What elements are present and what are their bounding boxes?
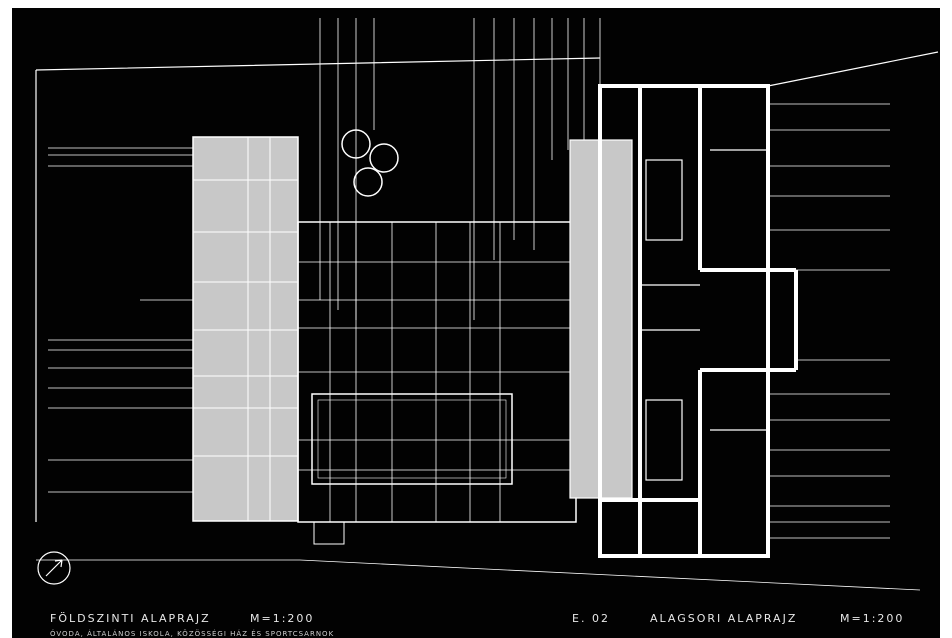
south-boundary bbox=[36, 559, 921, 591]
sports-field bbox=[311, 393, 513, 485]
top-leader-lines bbox=[319, 18, 601, 320]
circles bbox=[341, 129, 399, 197]
site-boundary bbox=[35, 51, 939, 522]
right-leader-lines bbox=[768, 103, 890, 539]
ground-floor-plan-title: FÖLDSZINTI ALAPRAJZ bbox=[50, 612, 211, 625]
sheet-number: E. 02 bbox=[572, 612, 610, 625]
left-wing-highlight bbox=[192, 136, 299, 522]
left-leader-lines bbox=[48, 147, 193, 493]
right-building bbox=[598, 84, 798, 558]
basement-plan-title: ALAGSORI ALAPRAJZ bbox=[650, 612, 798, 625]
entrance-stair bbox=[313, 521, 345, 545]
right-building-interior bbox=[640, 149, 768, 481]
basement-scale: M=1:200 bbox=[840, 612, 905, 625]
ground-floor-scale: M=1:200 bbox=[250, 612, 315, 625]
project-note: ÓVODA, ÁLTALÁNOS ISKOLA, KÖZÖSSÉGI HÁZ É… bbox=[50, 630, 335, 638]
structural-grid bbox=[298, 222, 576, 522]
left-wing-rooms bbox=[193, 137, 298, 521]
sheet-background bbox=[12, 8, 940, 638]
north-arrow-icon bbox=[37, 551, 71, 585]
